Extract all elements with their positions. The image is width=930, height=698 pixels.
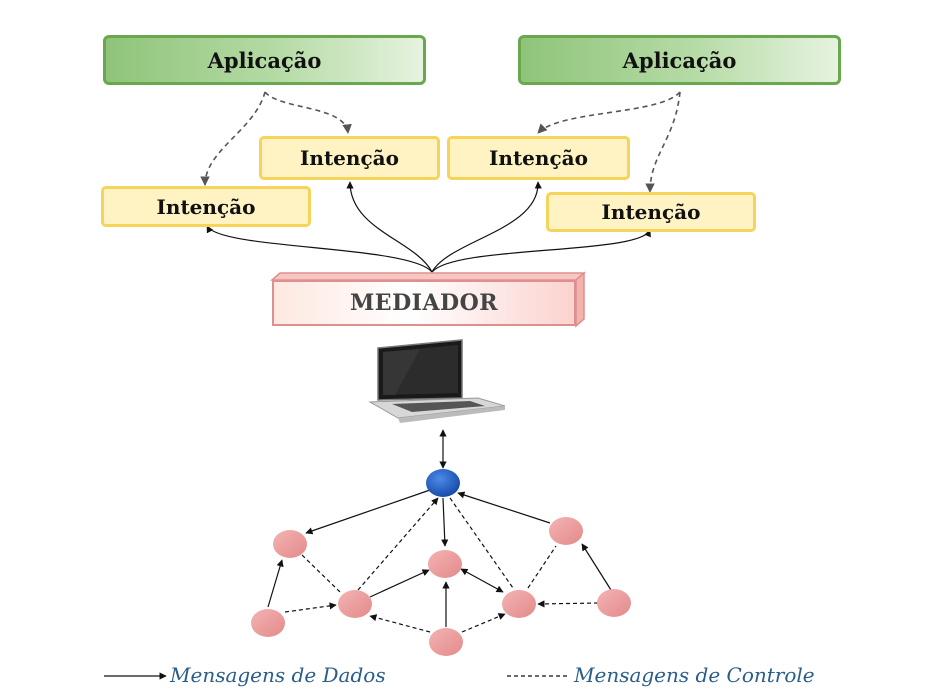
application-box-right: Aplicação: [518, 35, 841, 85]
mediator-box: MEDIADOR: [272, 280, 576, 326]
network-node: [597, 589, 631, 617]
link-med-intent2: [346, 181, 433, 273]
network-nodes: [251, 469, 631, 656]
mediator-intent-links: [206, 181, 651, 273]
controller-node: [426, 469, 460, 497]
link-app1-intent1: [200, 91, 266, 186]
intent-box-2: Intenção: [259, 136, 440, 180]
link-med-intent3: [431, 181, 542, 273]
application-label: Aplicação: [622, 47, 737, 73]
laptop-icon: [368, 339, 506, 423]
legend-data-label: Mensagens de Dados: [170, 663, 386, 687]
network-node: [338, 590, 372, 618]
legend-control-label: Mensagens de Controle: [574, 663, 815, 687]
network-node: [251, 609, 285, 637]
network-node: [273, 530, 307, 558]
application-label: Aplicação: [207, 47, 322, 73]
network-node: [549, 517, 583, 545]
intent-label: Intenção: [489, 146, 588, 170]
intent-label: Intenção: [300, 146, 399, 170]
link-app2-intent4: [645, 91, 681, 193]
link-app2-intent3: [537, 91, 681, 134]
network-data-edges: [267, 489, 612, 627]
intent-box-3: Intenção: [447, 136, 630, 180]
network-node: [502, 590, 536, 618]
application-box-left: Aplicação: [103, 35, 426, 85]
intent-label: Intenção: [601, 200, 701, 224]
link-app1-intent2: [264, 91, 352, 134]
intent-box-4: Intenção: [546, 192, 756, 232]
link-med-intent4: [431, 229, 651, 273]
mediator-label: MEDIADOR: [349, 290, 499, 316]
network-node: [428, 550, 462, 578]
app-intent-links: [200, 91, 681, 193]
link-med-intent1: [206, 225, 433, 273]
intent-box-1: Intenção: [101, 186, 311, 227]
intent-label: Intenção: [156, 194, 256, 219]
network-node: [429, 628, 463, 656]
network-control-edges: [284, 497, 599, 633]
